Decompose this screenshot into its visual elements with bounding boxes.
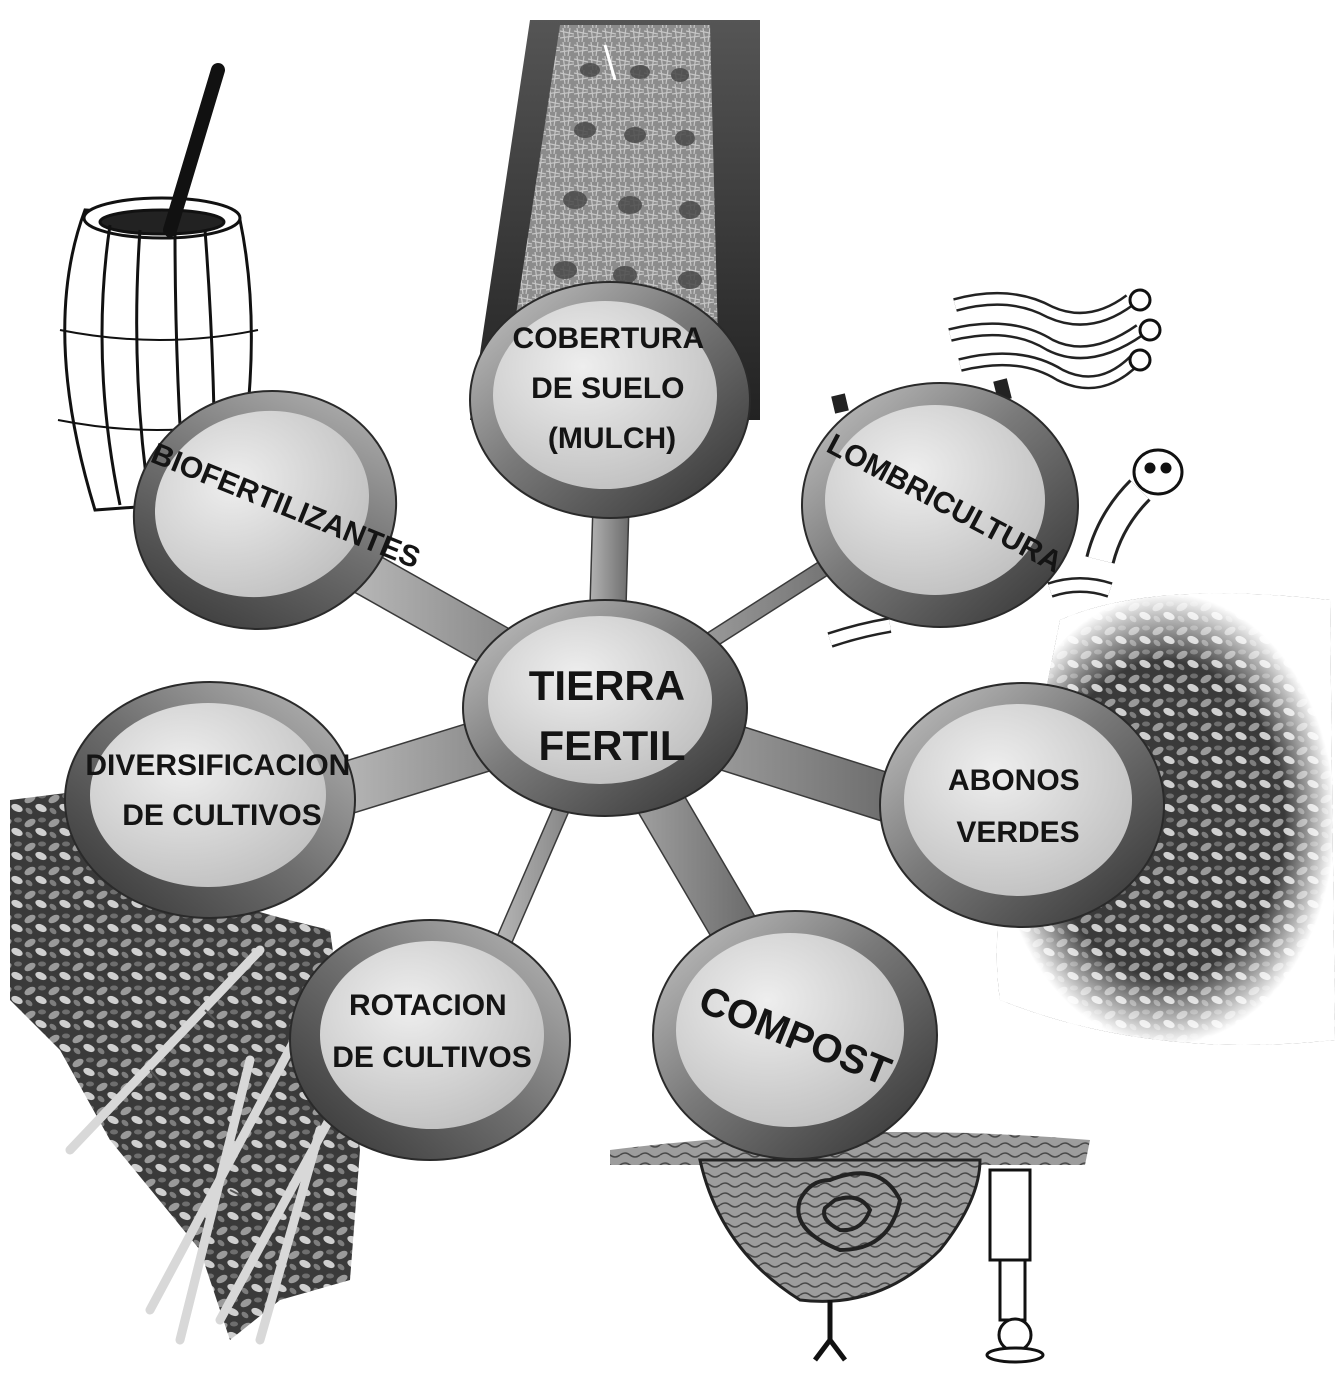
node-cobertura: COBERTURA DE SUELO (MULCH) xyxy=(469,281,751,519)
node-diversificacion-line-1: DIVERSIFICACION xyxy=(85,749,350,782)
node-abonos-line-2: VERDES xyxy=(956,816,1079,849)
node-biofertilizantes: BIOFERTILIZANTES xyxy=(132,390,425,630)
node-lombricultura: LOMBRICULTURA xyxy=(801,382,1079,628)
node-cobertura-line-1: COBERTURA xyxy=(513,322,704,355)
node-diversificacion: DIVERSIFICACION DE CULTIVOS xyxy=(64,681,358,919)
node-cobertura-line-2: DE SUELO xyxy=(531,372,684,405)
node-group: COBERTURA DE SUELO (MULCH) BIOFERTILIZAN… xyxy=(64,281,1165,1161)
node-abonos-label: ABONOS VERDES xyxy=(948,764,1088,849)
node-diversificacion-label: DIVERSIFICACION DE CULTIVOS xyxy=(85,749,358,832)
compost-pile-drawing xyxy=(610,1132,1090,1364)
earthworms-drawing xyxy=(827,288,1184,648)
node-rotacion-line-1: ROTACION xyxy=(349,989,507,1022)
node-cobertura-label: COBERTURA DE SUELO (MULCH) xyxy=(513,322,712,455)
center-line-1: TIERRA xyxy=(529,662,685,709)
center-line-2: FERTIL xyxy=(539,722,686,769)
node-rotacion-label: ROTACION DE CULTIVOS xyxy=(332,989,531,1074)
node-center: TIERRA FERTIL xyxy=(462,599,748,817)
node-cobertura-line-3: (MULCH) xyxy=(548,422,676,455)
node-rotacion: ROTACION DE CULTIVOS xyxy=(289,919,571,1161)
crops-and-bamboo-photo xyxy=(10,790,360,1345)
node-abonos: ABONOS VERDES xyxy=(879,682,1165,928)
center-label: TIERRA FERTIL xyxy=(529,662,695,769)
node-rotacion-line-2: DE CULTIVOS xyxy=(332,1041,531,1074)
node-diversificacion-line-2: DE CULTIVOS xyxy=(122,799,321,832)
node-abonos-line-1: ABONOS xyxy=(948,764,1080,797)
node-compost: COMPOST xyxy=(652,910,938,1160)
